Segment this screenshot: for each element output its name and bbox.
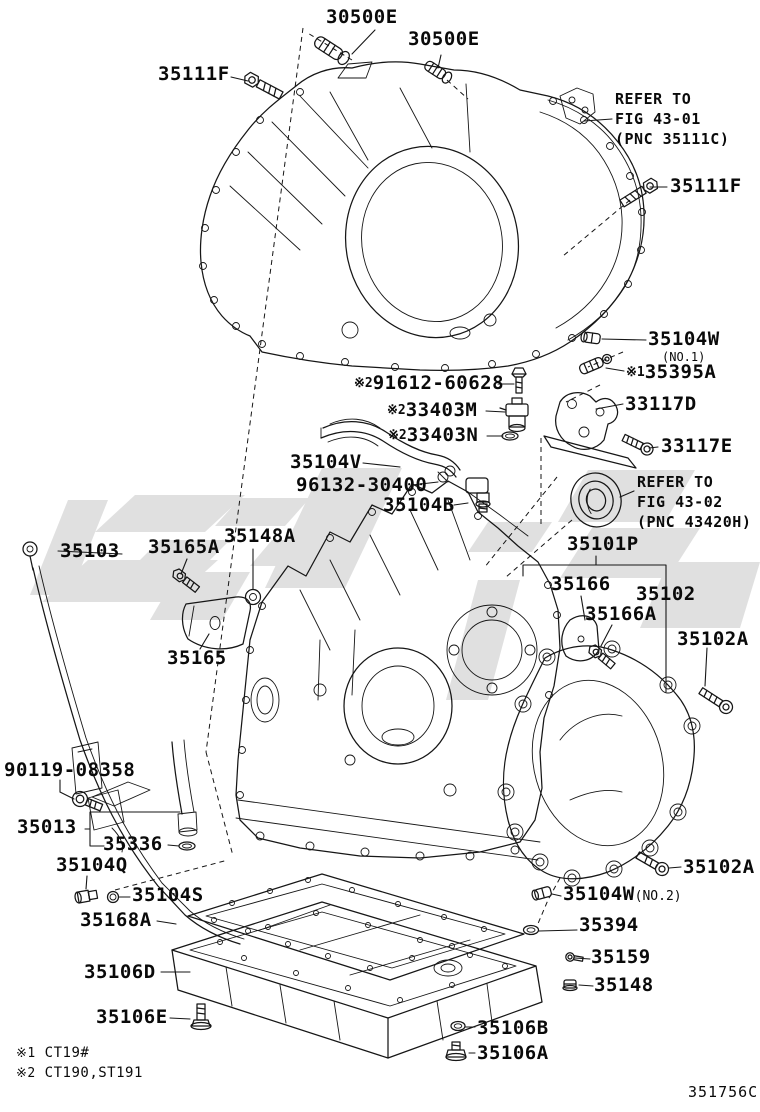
footnote-1: ※1 CT19# bbox=[16, 1045, 89, 1061]
reference-line: REFER TO bbox=[637, 473, 714, 491]
callout-35106A: 35106A bbox=[477, 1042, 549, 1064]
reference-line: REFER TO bbox=[615, 90, 692, 108]
callout-35106B: 35106B bbox=[477, 1017, 549, 1039]
small-parts-drawing bbox=[71, 36, 734, 1062]
footnote-mark: ※2 bbox=[387, 403, 406, 418]
callout-35166: 35166 bbox=[551, 573, 611, 595]
callout-35111F-right: 35111F bbox=[670, 175, 742, 197]
part-number: 35104W bbox=[648, 328, 720, 350]
part-number: 35104W bbox=[563, 883, 635, 905]
callout-35104W-no1: 35104W (NO.1) bbox=[648, 328, 720, 364]
watermark bbox=[30, 468, 760, 700]
callout-35148A: 35148A bbox=[224, 525, 296, 547]
construction-lines bbox=[114, 27, 631, 927]
callout-35102A-upper: 35102A bbox=[677, 628, 749, 650]
part-number-qualifier: (NO.2) bbox=[634, 889, 682, 904]
callout-33403N: ※233403N bbox=[388, 426, 478, 445]
bell-housing-drawing bbox=[199, 61, 646, 372]
callout-35111F-left: 35111F bbox=[158, 63, 230, 85]
part-number: 91612-60628 bbox=[372, 372, 505, 394]
callout-30500E-2: 30500E bbox=[408, 28, 480, 50]
callout-33117D: 33117D bbox=[625, 393, 697, 415]
callout-35336: 35336 bbox=[103, 833, 163, 855]
reference-line: FIG 43-02 bbox=[637, 493, 723, 511]
reference-line: (PNC 35111C) bbox=[615, 130, 730, 148]
callout-91612-60628: ※291612-60628 bbox=[354, 374, 504, 393]
callout-35102A-lower: 35102A bbox=[683, 856, 755, 878]
callout-35104Q: 35104Q bbox=[56, 854, 128, 876]
callout-35102: 35102 bbox=[636, 583, 696, 605]
footnote-mark: ※2 bbox=[16, 1066, 36, 1081]
callout-33117E: 33117E bbox=[661, 435, 733, 457]
callout-35166A: 35166A bbox=[585, 603, 657, 625]
reference-fig-43-01: REFER TO FIG 43-01 (PNC 35111C) bbox=[615, 89, 729, 149]
callout-35104B: 35104B bbox=[383, 494, 455, 516]
callout-35168A: 35168A bbox=[80, 909, 152, 931]
footnote-text: CT190,ST191 bbox=[44, 1065, 143, 1081]
callout-35101P: 35101P bbox=[567, 533, 639, 555]
side-cover-drawing bbox=[497, 640, 701, 887]
callout-35106D: 35106D bbox=[84, 961, 156, 983]
callout-35165A: 35165A bbox=[148, 536, 220, 558]
footnote-2: ※2 CT190,ST191 bbox=[16, 1065, 143, 1081]
callout-35159: 35159 bbox=[591, 946, 651, 968]
part-number: 33403N bbox=[406, 424, 479, 446]
part-number: 35395A bbox=[644, 361, 717, 383]
footnote-mark: ※1 bbox=[626, 365, 645, 380]
drawing-code: 351756C bbox=[688, 1083, 759, 1101]
part-number-qualifier: (NO.1) bbox=[662, 350, 706, 364]
callout-90119-08358: 90119-08358 bbox=[4, 759, 136, 781]
footnote-text: CT19# bbox=[44, 1045, 90, 1061]
oil-pan-gasket-drawing bbox=[187, 873, 525, 981]
callout-35106E: 35106E bbox=[96, 1006, 168, 1028]
dipstick-drawing bbox=[22, 541, 245, 945]
reference-line: (PNC 43420H) bbox=[637, 513, 752, 531]
callout-35395A: ※135395A bbox=[626, 363, 716, 382]
part-number: 33403M bbox=[405, 399, 478, 421]
callout-30500E-1: 30500E bbox=[326, 6, 398, 28]
callout-35104S: 35104S bbox=[132, 884, 204, 906]
reference-line: FIG 43-01 bbox=[615, 110, 701, 128]
callout-96132-30400: 96132-30400 bbox=[296, 474, 428, 496]
transmission-case-drawing bbox=[235, 480, 561, 861]
footnote-mark: ※2 bbox=[388, 428, 407, 443]
callout-35148: 35148 bbox=[594, 974, 654, 996]
leader-lines bbox=[57, 29, 708, 1054]
reference-fig-43-02: REFER TO FIG 43-02 (PNC 43420H) bbox=[637, 472, 751, 532]
callout-35165: 35165 bbox=[167, 647, 227, 669]
oil-pan-drawing bbox=[171, 901, 543, 1059]
callout-35104V: 35104V bbox=[290, 451, 362, 473]
callout-35394: 35394 bbox=[579, 914, 639, 936]
footnote-mark: ※2 bbox=[354, 376, 373, 391]
callout-35103: 35103 bbox=[60, 540, 120, 562]
callout-35013: 35013 bbox=[17, 816, 77, 838]
callout-33403M: ※233403M bbox=[387, 401, 477, 420]
footnote-mark: ※1 bbox=[16, 1046, 36, 1061]
callout-35104W-no2: 35104W(NO.2) bbox=[563, 885, 682, 904]
